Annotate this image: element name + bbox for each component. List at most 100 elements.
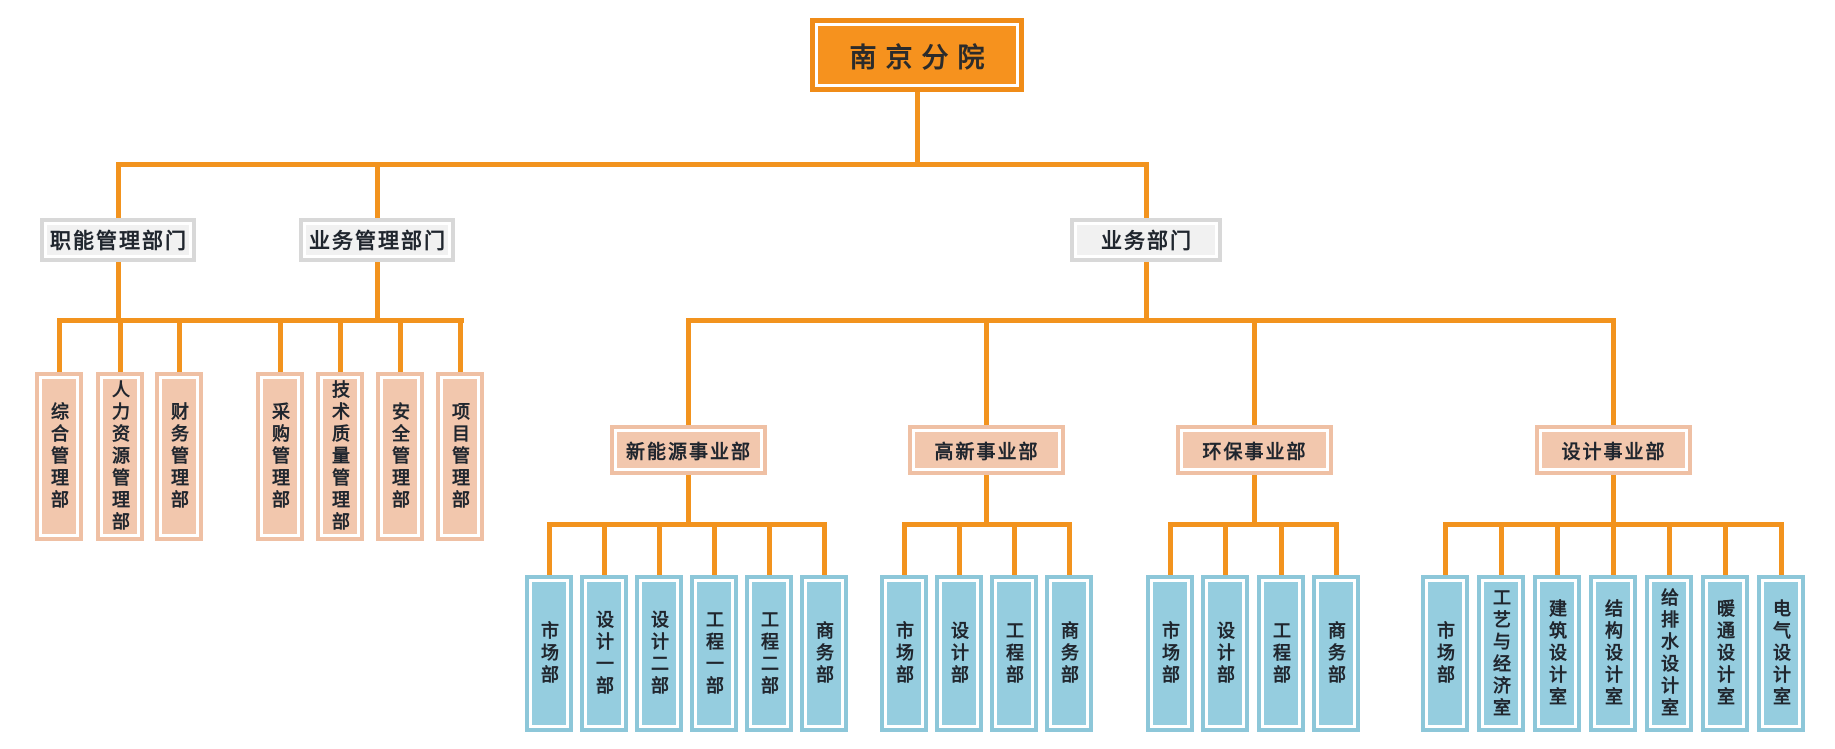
connector-line bbox=[914, 90, 920, 164]
org-node-label: 设计一部 bbox=[587, 582, 621, 725]
org-node-unit: 工程部 bbox=[1257, 575, 1305, 732]
org-node-division: 高新事业部 bbox=[907, 425, 1065, 475]
org-node-label: 设计事业部 bbox=[1541, 432, 1685, 468]
org-node-unit: 暖通设计室 bbox=[1701, 575, 1749, 732]
org-node-unit: 建筑设计室 bbox=[1533, 575, 1581, 732]
connector-line bbox=[115, 162, 121, 218]
org-node-label: 设计部 bbox=[1208, 582, 1242, 725]
org-node-label: 工程一部 bbox=[697, 582, 731, 725]
org-node-unit: 结构设计室 bbox=[1589, 575, 1637, 732]
org-node-department: 人力资源管理部 bbox=[96, 372, 144, 541]
org-node-label: 商务部 bbox=[1052, 582, 1086, 725]
connector-line bbox=[115, 262, 121, 321]
connector-line bbox=[457, 318, 463, 375]
org-node-department: 技术质量管理部 bbox=[316, 372, 364, 541]
org-node-unit: 市场部 bbox=[1146, 575, 1194, 732]
org-node-unit: 工程二部 bbox=[745, 575, 793, 732]
org-node-branch: 业务部门 bbox=[1070, 218, 1222, 262]
connector-line bbox=[685, 318, 691, 428]
org-node-root: 南京分院 bbox=[810, 18, 1024, 92]
org-node-label: 人力资源管理部 bbox=[103, 379, 137, 534]
org-node-unit: 电气设计室 bbox=[1757, 575, 1805, 732]
connector-line bbox=[56, 318, 62, 375]
org-node-branch: 职能管理部门 bbox=[40, 218, 196, 262]
org-node-label: 设计二部 bbox=[642, 582, 676, 725]
org-node-unit: 设计部 bbox=[1201, 575, 1249, 732]
org-node-division: 设计事业部 bbox=[1534, 425, 1692, 475]
connector-line bbox=[656, 522, 662, 578]
connector-line bbox=[1778, 522, 1784, 578]
org-node-label: 综合管理部 bbox=[42, 379, 76, 534]
org-node-label: 市场部 bbox=[1428, 582, 1462, 725]
connector-line bbox=[983, 318, 989, 428]
org-node-label: 工程部 bbox=[1264, 582, 1298, 725]
connector-line bbox=[546, 522, 552, 578]
org-node-label: 南京分院 bbox=[818, 26, 1016, 84]
org-node-unit: 设计二部 bbox=[635, 575, 683, 732]
connector-line bbox=[277, 318, 283, 375]
org-node-unit: 商务部 bbox=[1045, 575, 1093, 732]
connector-line bbox=[1722, 522, 1728, 578]
org-node-label: 安全管理部 bbox=[383, 379, 417, 534]
connector-line bbox=[1167, 522, 1173, 578]
connector-line bbox=[1610, 522, 1616, 578]
org-node-label: 技术质量管理部 bbox=[323, 379, 357, 534]
org-node-label: 采购管理部 bbox=[263, 379, 297, 534]
org-node-unit: 给排水设计室 bbox=[1645, 575, 1693, 732]
org-node-department: 综合管理部 bbox=[35, 372, 83, 541]
org-node-department: 采购管理部 bbox=[256, 372, 304, 541]
org-node-label: 工程二部 bbox=[752, 582, 786, 725]
org-node-unit: 商务部 bbox=[1312, 575, 1360, 732]
connector-line bbox=[176, 318, 182, 375]
org-node-label: 职能管理部门 bbox=[47, 225, 189, 255]
connector-line bbox=[1143, 162, 1149, 218]
org-node-label: 业务部门 bbox=[1077, 225, 1215, 255]
org-node-unit: 市场部 bbox=[525, 575, 573, 732]
org-node-label: 业务管理部门 bbox=[306, 225, 448, 255]
org-node-unit: 工程部 bbox=[990, 575, 1038, 732]
org-node-department: 项目管理部 bbox=[436, 372, 484, 541]
connector-line bbox=[1167, 522, 1339, 527]
connector-line bbox=[1666, 522, 1672, 578]
org-node-label: 市场部 bbox=[532, 582, 566, 725]
org-node-unit: 市场部 bbox=[880, 575, 928, 732]
org-node-label: 商务部 bbox=[807, 582, 841, 725]
org-node-label: 结构设计室 bbox=[1596, 582, 1630, 725]
org-node-label: 高新事业部 bbox=[914, 432, 1058, 468]
connector-line bbox=[685, 318, 1616, 323]
org-node-label: 建筑设计室 bbox=[1540, 582, 1574, 725]
org-node-label: 工艺与经济室 bbox=[1484, 582, 1518, 725]
connector-line bbox=[821, 522, 827, 578]
connector-line bbox=[1610, 472, 1616, 525]
org-node-label: 商务部 bbox=[1319, 582, 1353, 725]
org-node-unit: 设计部 bbox=[935, 575, 983, 732]
connector-line bbox=[956, 522, 962, 578]
org-node-department: 财务管理部 bbox=[155, 372, 203, 541]
connector-line bbox=[1066, 522, 1072, 578]
org-node-label: 电气设计室 bbox=[1764, 582, 1798, 725]
connector-line bbox=[1011, 522, 1017, 578]
org-node-label: 工程部 bbox=[997, 582, 1031, 725]
connector-line bbox=[337, 318, 343, 375]
connector-line bbox=[901, 522, 1072, 527]
org-node-label: 暖通设计室 bbox=[1708, 582, 1742, 725]
connector-line bbox=[901, 522, 907, 578]
connector-line bbox=[117, 318, 123, 375]
org-node-label: 项目管理部 bbox=[443, 379, 477, 534]
connector-line bbox=[374, 162, 380, 218]
connector-line bbox=[115, 162, 1149, 167]
org-node-label: 新能源事业部 bbox=[616, 432, 760, 468]
org-node-branch: 业务管理部门 bbox=[299, 218, 455, 262]
org-node-label: 设计部 bbox=[942, 582, 976, 725]
connector-line bbox=[1442, 522, 1448, 578]
connector-line bbox=[1498, 522, 1504, 578]
connector-line bbox=[1251, 318, 1257, 428]
connector-line bbox=[1333, 522, 1339, 578]
org-node-division: 环保事业部 bbox=[1175, 425, 1333, 475]
connector-line bbox=[601, 522, 607, 578]
connector-line bbox=[1610, 318, 1616, 428]
connector-line bbox=[374, 262, 380, 321]
connector-line bbox=[56, 318, 464, 323]
connector-line bbox=[766, 522, 772, 578]
